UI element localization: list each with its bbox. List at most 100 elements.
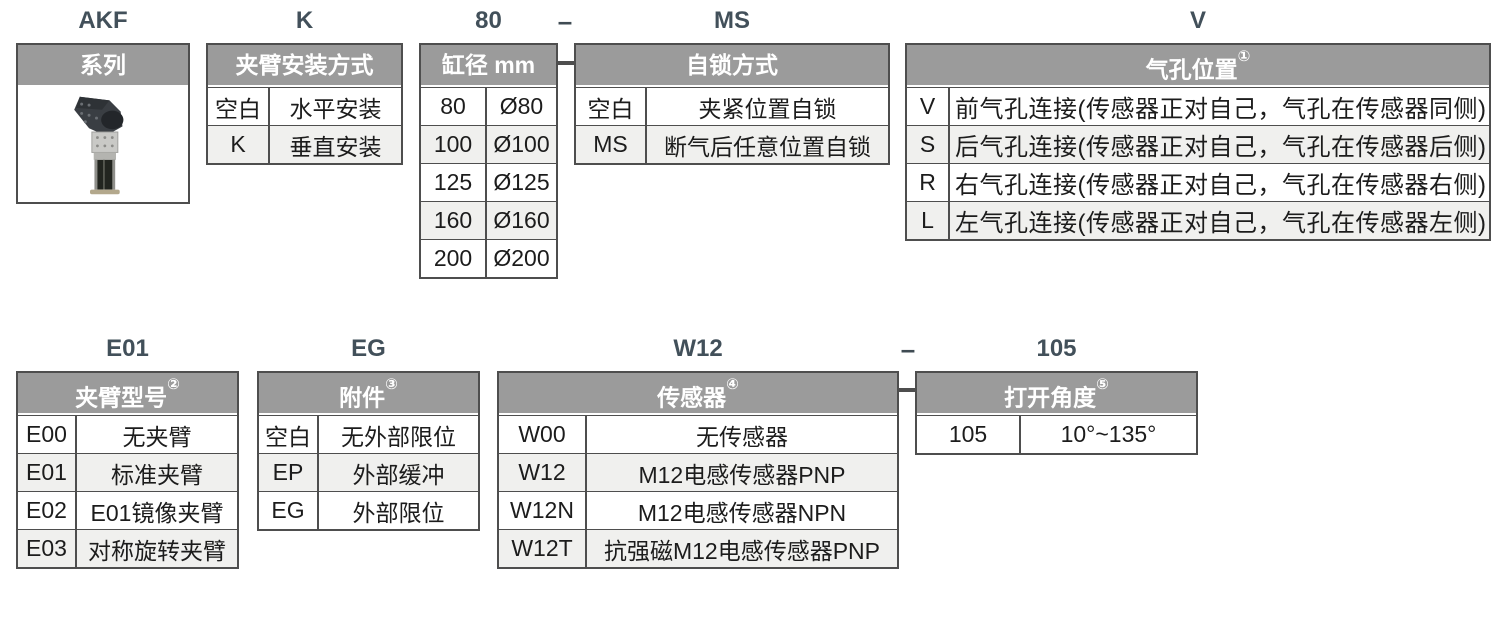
row-code-cell: W12T: [499, 530, 587, 567]
row-desc-cell: 后气孔连接(传感器正对自己，气孔在传感器后侧): [955, 134, 1487, 161]
table-air-port-header: 气孔位置①: [907, 45, 1489, 87]
table-row: MS 断气后任意位置自锁: [576, 125, 888, 163]
row-code-cell: 80: [421, 88, 487, 125]
table-arm-mount-header: 夹臂安装方式: [208, 45, 401, 87]
dash-separator-top: –: [557, 6, 573, 36]
header-footnote-mark: ①: [1237, 48, 1251, 65]
table-self-lock-header: 自锁方式: [576, 45, 888, 87]
table-open-angle: 打开角度⑤ 105 10°~135°: [915, 371, 1198, 455]
table-row: 100 Ø100: [421, 125, 556, 163]
table-self-lock: 自锁方式 空白 夹紧位置自锁 MS 断气后任意位置自锁: [574, 43, 890, 165]
table-open-angle-header: 打开角度⑤: [917, 373, 1196, 415]
table-air-port: 气孔位置① V 前气孔连接(传感器正对自己，气孔在传感器同侧) S 后气孔连接(…: [905, 43, 1491, 241]
row-code-cell: EP: [259, 454, 319, 491]
table-bore: 缸径 mm 80 Ø80 100 Ø100 125 Ø125 160 Ø160 …: [419, 43, 558, 279]
table-row: 空白 无外部限位: [259, 415, 478, 453]
row-code-cell: MS: [576, 126, 647, 163]
row-desc-cell: 外部限位: [352, 499, 445, 526]
row-code-cell: 105: [917, 416, 1021, 453]
row-desc-cell: 前气孔连接(传感器正对自己，气孔在传感器同侧): [955, 96, 1487, 123]
table-row: W12N M12电感传感器NPN: [499, 491, 897, 529]
row-code-cell: L: [907, 202, 950, 239]
header-text: 打开角度: [1004, 384, 1097, 411]
table-row: K 垂直安装: [208, 125, 401, 163]
table-sensor: 传感器④ W00 无传感器 W12 M12电感传感器PNP W12N M12电感…: [497, 371, 899, 569]
header-text: 夹臂型号: [75, 384, 168, 411]
row-code-cell: E01: [18, 454, 77, 491]
table-row: E00 无夹臂: [18, 415, 237, 453]
code-segment-bore: 80: [475, 7, 502, 34]
table-bore-header: 缸径 mm: [421, 45, 556, 87]
row-desc-cell: 水平安装: [289, 95, 382, 122]
row-code-cell: E03: [18, 530, 77, 567]
table-row: W12 M12电感传感器PNP: [499, 453, 897, 491]
table-row: V 前气孔连接(传感器正对自己，气孔在传感器同侧): [907, 87, 1489, 125]
row-code-cell: V: [907, 88, 950, 125]
row-desc-cell: Ø200: [493, 245, 550, 271]
row-code-cell: W00: [499, 416, 587, 453]
row-desc-cell: 无传感器: [696, 423, 788, 450]
table-row: EP 外部缓冲: [259, 453, 478, 491]
row-code-cell: 125: [421, 164, 487, 201]
row-desc-cell: 垂直安装: [289, 133, 382, 160]
code-segment-accessory: EG: [351, 335, 386, 362]
code-segment-air-port: V: [1189, 7, 1206, 34]
row-desc-cell: 断气后任意位置自锁: [664, 133, 871, 160]
row-code-cell: S: [907, 126, 950, 163]
row-desc-cell: 夹紧位置自锁: [698, 95, 837, 122]
row-desc-cell: 无夹臂: [122, 423, 192, 450]
row-code-cell: 160: [421, 202, 487, 239]
code-segment-sensor: W12: [673, 335, 723, 362]
clamp-cylinder-photo: [74, 96, 124, 194]
row-desc-cell: Ø125: [493, 169, 550, 195]
code-segment-arm-mount: K: [295, 7, 314, 34]
table-row: 160 Ø160: [421, 201, 556, 239]
table-series-header: 系列: [18, 45, 188, 87]
table-row: E01 标准夹臂: [18, 453, 237, 491]
table-row: 200 Ø200: [421, 239, 556, 277]
table-row: 80 Ø80: [421, 87, 556, 125]
row-desc-cell: E01镜像夹臂: [90, 499, 224, 526]
code-segment-self-lock: MS: [714, 7, 750, 34]
table-row: W12T 抗强磁M12电感传感器PNP: [499, 529, 897, 567]
row-code-cell: W12N: [499, 492, 587, 529]
header-text: 传感器: [657, 384, 727, 411]
row-desc-cell: Ø80: [499, 93, 544, 119]
header-footnote-mark: ②: [167, 376, 180, 393]
table-accessory: 附件③ 空白 无外部限位 EP 外部缓冲 EG 外部限位: [257, 371, 480, 531]
row-code-cell: W12: [499, 454, 587, 491]
row-desc-cell: 左气孔连接(传感器正对自己，气孔在传感器左侧): [955, 210, 1487, 237]
row-desc-cell: Ø160: [493, 207, 550, 233]
table-sensor-header: 传感器④: [499, 373, 897, 415]
table-row: S 后气孔连接(传感器正对自己，气孔在传感器后侧): [907, 125, 1489, 163]
connector-line-bottom: [897, 388, 917, 392]
code-segment-open-angle: 105: [1036, 335, 1077, 362]
row-code-cell: E02: [18, 492, 77, 529]
connector-line-top: [555, 61, 576, 65]
table-row: L 左气孔连接(传感器正对自己，气孔在传感器左侧): [907, 201, 1489, 239]
row-code-cell: 200: [421, 240, 487, 277]
row-desc-cell: 对称旋转夹臂: [88, 537, 226, 564]
table-row: 空白 夹紧位置自锁: [576, 87, 888, 125]
code-segment-series: AKF: [78, 7, 128, 34]
table-series: 系列: [16, 43, 190, 204]
row-desc-cell: 10°~135°: [1060, 421, 1157, 447]
row-code-cell: EG: [259, 492, 319, 529]
table-arm-model-header: 夹臂型号②: [18, 373, 237, 415]
row-desc-cell: 抗强磁M12电感传感器PNP: [603, 537, 881, 564]
table-arm-model: 夹臂型号② E00 无夹臂 E01 标准夹臂 E02 E01镜像夹臂 E03 对…: [16, 371, 239, 569]
table-row: 125 Ø125: [421, 163, 556, 201]
row-desc-cell: Ø100: [493, 131, 550, 157]
row-desc-cell: 标准夹臂: [111, 461, 203, 488]
code-segment-arm-model: E01: [106, 335, 149, 362]
header-footnote-mark: ④: [726, 376, 739, 393]
table-row: W00 无传感器: [499, 415, 897, 453]
table-row: 105 10°~135°: [917, 415, 1196, 453]
row-desc-cell: 外部缓冲: [352, 461, 445, 488]
header-footnote-mark: ③: [385, 376, 398, 393]
table-row: 空白 水平安装: [208, 87, 401, 125]
row-desc-cell: M12电感传感器NPN: [637, 499, 847, 526]
table-accessory-header: 附件③: [259, 373, 478, 415]
row-code-cell: 空白: [576, 88, 647, 125]
